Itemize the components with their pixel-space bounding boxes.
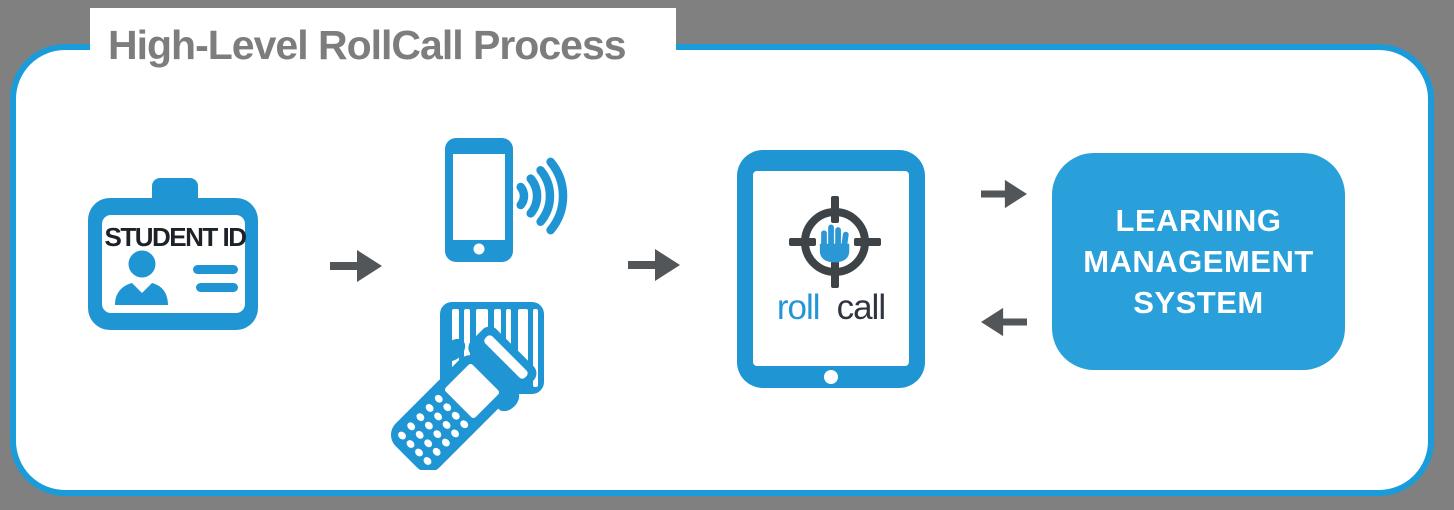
student-id-badge-icon: STUDENT ID	[88, 178, 258, 330]
page-title: High-Level RollCall Process	[108, 21, 627, 68]
wordmark-call: call	[836, 288, 887, 327]
tablet-home-button	[824, 370, 838, 384]
arrow-right-icon	[981, 179, 1027, 209]
barcode-scanner-icon	[390, 302, 544, 470]
arrow-right-icon	[330, 250, 382, 282]
lms-label-line: LEARNING	[1115, 203, 1282, 238]
scanner-terminal	[390, 326, 537, 470]
person-head-icon	[128, 250, 156, 278]
lms-label-line: SYSTEM	[1133, 285, 1264, 320]
nfc-signal-waves-icon	[516, 157, 568, 235]
scanner-grip-left	[442, 338, 466, 362]
rollcall-wordmark: roll call	[737, 288, 925, 328]
id-line-1	[193, 265, 238, 274]
arrow-right-icon	[628, 249, 680, 281]
wordmark-roll: roll	[776, 288, 821, 327]
lms-label-line: MANAGEMENT	[1083, 244, 1314, 279]
hand-crosshair-logo-icon	[789, 196, 881, 288]
lms-box: LEARNING MANAGEMENT SYSTEM	[1052, 153, 1345, 370]
scanner-keypad	[398, 394, 469, 465]
smartphone-icon	[445, 138, 513, 262]
phone-screen	[453, 154, 505, 240]
id-line-2	[196, 283, 238, 292]
title-box: High-Level RollCall Process	[90, 8, 676, 82]
badge-label: STUDENT ID	[105, 222, 247, 252]
phone-home-button	[473, 243, 485, 255]
arrow-left-icon	[981, 307, 1027, 337]
hand-icon	[819, 224, 850, 263]
person-shoulders-icon	[115, 283, 168, 305]
crosshair-ticks	[789, 196, 881, 288]
